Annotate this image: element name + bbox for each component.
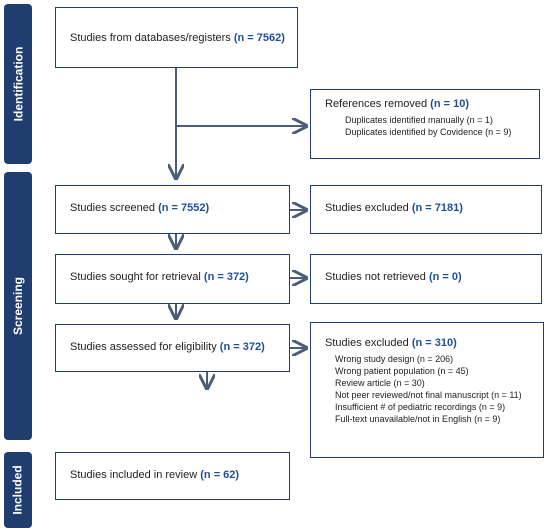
sought-text: Studies sought for retrieval xyxy=(70,271,204,283)
box-databases: Studies from databases/registers (n = 75… xyxy=(55,7,298,68)
box-not-retrieved: Studies not retrieved (n = 0) xyxy=(310,254,542,304)
phase-screening: Screening xyxy=(4,172,32,440)
excluded1-count: (n = 7181) xyxy=(411,202,463,214)
excluded2-reasons: Wrong study design (n = 206) Wrong patie… xyxy=(325,353,535,426)
excluded2-reason: Wrong study design (n = 206) xyxy=(335,353,454,364)
assessed-count: (n = 372) xyxy=(219,341,265,353)
phase-identification-label: Identification xyxy=(11,46,26,122)
box-excluded2: Studies excluded (n = 310) Wrong study d… xyxy=(310,322,544,458)
excluded1-text: Studies excluded xyxy=(325,202,412,214)
excluded2-reason: Insufficient # of pediatric recordings (… xyxy=(335,402,506,413)
removed-reason: Duplicates identified manually (n = 1) xyxy=(345,114,493,125)
removed-text: References removed xyxy=(325,98,431,110)
included-text: Studies included in review xyxy=(70,469,201,481)
box-sought: Studies sought for retrieval (n = 372) xyxy=(55,254,290,304)
box-removed: References removed (n = 10) Duplicates i… xyxy=(310,89,540,159)
excluded2-count: (n = 310) xyxy=(411,337,457,349)
screened-count: (n = 7552) xyxy=(158,202,210,214)
excluded2-reason: Wrong patient population (n = 45) xyxy=(335,365,469,376)
phase-screening-label: Screening xyxy=(11,276,25,336)
sought-count: (n = 372) xyxy=(203,271,249,283)
phase-included-label: Included xyxy=(11,465,25,515)
excluded2-reason: Review article (n = 30) xyxy=(335,378,425,389)
excluded2-reason: Full-text unavailable/not in English (n … xyxy=(335,414,501,425)
box-excluded1: Studies excluded (n = 7181) xyxy=(310,185,542,234)
included-count: (n = 62) xyxy=(200,469,240,481)
removed-count: (n = 10) xyxy=(430,98,469,110)
screened-text: Studies screened xyxy=(70,202,159,214)
phase-included: Included xyxy=(4,452,32,528)
box-assessed: Studies assessed for eligibility (n = 37… xyxy=(55,324,290,372)
removed-reason: Duplicates identified by Covidence (n = … xyxy=(345,126,512,137)
not-retrieved-text: Studies not retrieved xyxy=(325,271,429,283)
excluded2-text: Studies excluded xyxy=(325,337,412,349)
databases-text: Studies from databases/registers xyxy=(70,32,234,44)
box-screened: Studies screened (n = 7552) xyxy=(55,185,290,234)
box-included: Studies included in review (n = 62) xyxy=(55,452,290,500)
databases-count: (n = 7562) xyxy=(233,32,285,44)
not-retrieved-count: (n = 0) xyxy=(428,271,462,283)
assessed-text: Studies assessed for eligibility xyxy=(70,341,220,353)
phase-identification: Identification xyxy=(4,4,32,164)
excluded2-reason: Not peer reviewed/not final manuscript (… xyxy=(335,390,522,401)
removed-reasons: Duplicates identified manually (n = 1) D… xyxy=(325,114,539,138)
